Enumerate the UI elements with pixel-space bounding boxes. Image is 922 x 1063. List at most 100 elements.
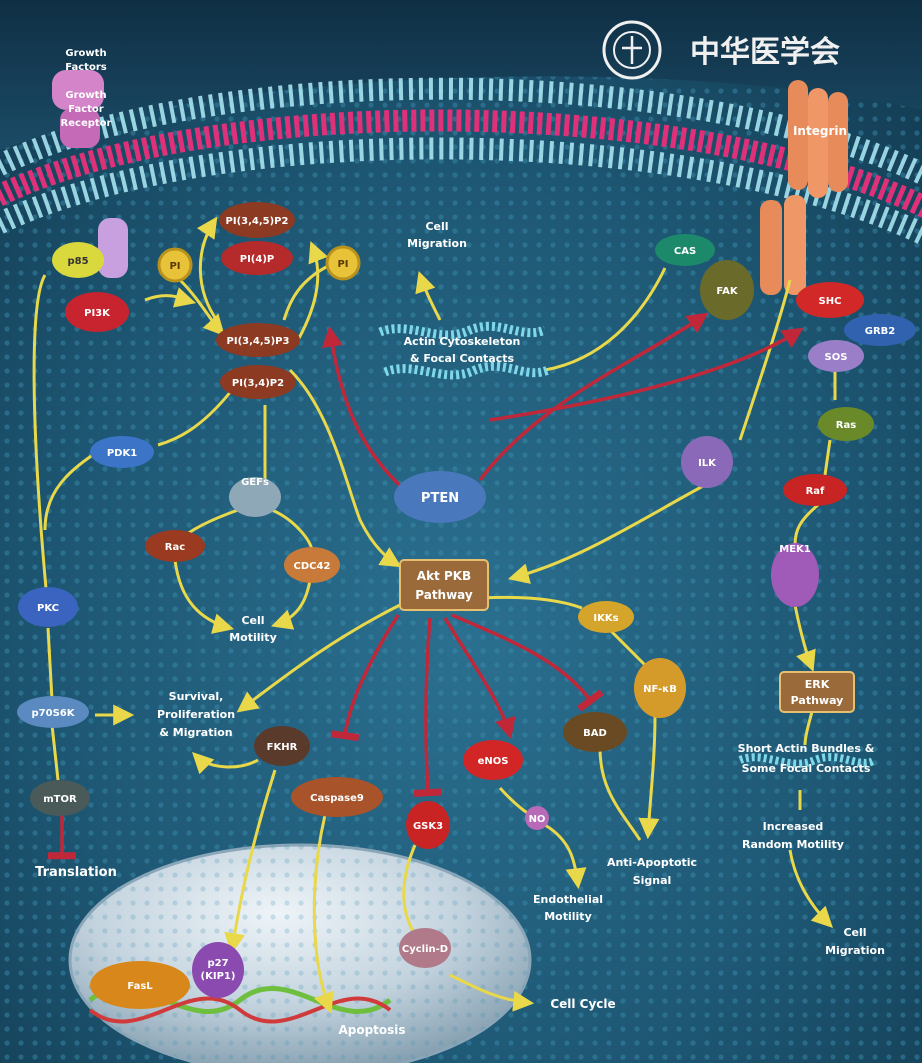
svg-text:PI(4)P: PI(4)P	[240, 254, 274, 265]
svg-text:Ras: Ras	[836, 420, 856, 431]
svg-text:BAD: BAD	[583, 728, 607, 739]
node-cyclind: Cyclin-D	[399, 928, 451, 968]
arrow-cdc42-motility	[271, 579, 312, 630]
node-pi-right: PI	[325, 245, 361, 281]
svg-text:Raf: Raf	[806, 486, 825, 497]
label-cell-motility: Cell	[241, 614, 264, 627]
extracellular-space	[0, 0, 922, 150]
arrow-fkhr-p27	[224, 769, 277, 955]
svg-text:Factors: Factors	[65, 62, 107, 73]
arrow-ilk-akt	[507, 483, 706, 584]
label-short-actin: Short Actin Bundles &	[738, 742, 875, 755]
node-shc: SHC	[796, 282, 864, 318]
svg-text:p27: p27	[207, 958, 228, 969]
svg-text:Receptor: Receptor	[61, 118, 112, 129]
inhibit-akt-bad	[451, 613, 604, 712]
arrow-akt-survival	[236, 603, 401, 713]
svg-text:Motility: Motility	[544, 910, 592, 923]
arrow-akt-enos	[443, 617, 516, 740]
node-ikks: IKKs	[578, 601, 634, 633]
label-survival: Survival,	[169, 690, 224, 703]
node-pi4p: PI(4)P	[221, 241, 293, 275]
label-anti-apoptotic: Anti-Apoptotic	[607, 856, 697, 869]
node-fkhr: FKHR	[254, 726, 310, 766]
svg-text:FAK: FAK	[716, 286, 738, 297]
arrow-fkhr-survival	[192, 752, 259, 775]
svg-text:PI(3,4,5)P2: PI(3,4,5)P2	[226, 216, 289, 227]
svg-text:(KIP1): (KIP1)	[201, 971, 236, 982]
node-raf: Raf	[783, 474, 847, 506]
arrow-pi-pip3	[178, 278, 225, 337]
svg-text:SHC: SHC	[819, 296, 842, 307]
svg-text:FasL: FasL	[127, 981, 153, 992]
logo-text: 中华医学会	[690, 35, 840, 70]
arrow-ilk-integrin	[738, 279, 792, 441]
arrow-pdk1-left	[43, 448, 101, 531]
svg-text:Motility: Motility	[229, 631, 277, 644]
svg-text:eNOS: eNOS	[478, 756, 509, 767]
label-gf-receptor: Growth	[65, 90, 106, 101]
node-pip3: PI(3,4,5)P3	[216, 323, 300, 357]
node-ras: Ras	[818, 407, 874, 441]
arrow-bad-anti	[598, 747, 642, 841]
arrow-actin-migration	[415, 271, 442, 321]
node-ilk: ILK	[681, 436, 733, 488]
node-gef: GEFs	[229, 477, 281, 517]
svg-text:Factor: Factor	[68, 104, 104, 115]
node-nfkb: NF-κB	[634, 658, 686, 718]
svg-text:Some Focal Contacts: Some Focal Contacts	[742, 762, 871, 775]
svg-text:& Migration: & Migration	[159, 726, 232, 739]
svg-text:PI(3,4,5)P3: PI(3,4,5)P3	[227, 336, 290, 347]
akt-pathway-box: Akt PKB Pathway	[399, 559, 489, 611]
arrow-pten-shc	[489, 327, 804, 422]
arrow-akt-ikk	[479, 595, 583, 610]
svg-text:IKKs: IKKs	[593, 613, 618, 624]
node-pdk1: PDK1	[90, 436, 154, 468]
nodes: PI PI PI(3,4,5)P2 PI(4)P PI(3,4,5)P3 PI(…	[17, 202, 916, 1009]
arrow-rac-motility	[173, 559, 235, 634]
arrow-gsk3-cyclind	[402, 844, 417, 936]
node-p85: p85	[52, 242, 104, 278]
label-growth-factors: Growth	[65, 48, 106, 59]
label-cell-cycle: Cell Cycle	[550, 997, 615, 1011]
logo: 中华医学会	[602, 20, 840, 80]
label-cell-migration-right: Cell	[843, 926, 866, 939]
label-random-motility: Increased	[763, 820, 824, 833]
svg-text:PI: PI	[169, 261, 180, 272]
svg-text:GSK3: GSK3	[413, 821, 443, 832]
svg-text:p85: p85	[67, 256, 88, 267]
arrow-pip2-pdk1	[157, 389, 234, 447]
svg-text:SOS: SOS	[825, 352, 848, 363]
activation-arrows	[32, 216, 837, 1014]
svg-text:Proliferation: Proliferation	[157, 708, 235, 721]
svg-text:GEFs: GEFs	[241, 477, 269, 488]
arrow-ras-raf	[823, 439, 832, 476]
svg-text:FKHR: FKHR	[267, 742, 298, 753]
svg-text:NO: NO	[529, 814, 546, 825]
svg-text:PI(3,4)P2: PI(3,4)P2	[232, 378, 284, 389]
labels: Growth Factors Growth Factor Receptor In…	[35, 48, 885, 1037]
node-pip2-top: PI(3,4,5)P2	[219, 202, 295, 238]
node-no: NO	[525, 806, 549, 830]
svg-text:PKC: PKC	[37, 603, 59, 614]
node-rac: Rac	[145, 530, 205, 562]
arrow-pi3k-pi	[144, 287, 197, 308]
arrow-pkc-p70	[46, 627, 54, 701]
node-p27: p27 (KIP1)	[192, 942, 244, 998]
svg-text:mTOR: mTOR	[43, 794, 77, 805]
label-apoptosis: Apoptosis	[338, 1023, 405, 1037]
growth-factor-receptor	[52, 70, 128, 278]
arrow-pi-right-2	[282, 263, 331, 321]
svg-text:Migration: Migration	[825, 944, 885, 957]
svg-text:GRB2: GRB2	[865, 326, 896, 337]
svg-text:ERK: ERK	[805, 678, 830, 691]
node-gsk3: GSK3	[406, 801, 450, 849]
arrow-mek-erk	[793, 604, 816, 672]
label-endothelial: Endothelial	[533, 893, 603, 906]
node-fak: FAK	[700, 260, 754, 320]
svg-text:Caspase9: Caspase9	[310, 793, 364, 804]
svg-text:Pathway: Pathway	[415, 588, 473, 602]
arrow-pi-right	[296, 241, 328, 341]
svg-text:PTEN: PTEN	[421, 491, 459, 506]
